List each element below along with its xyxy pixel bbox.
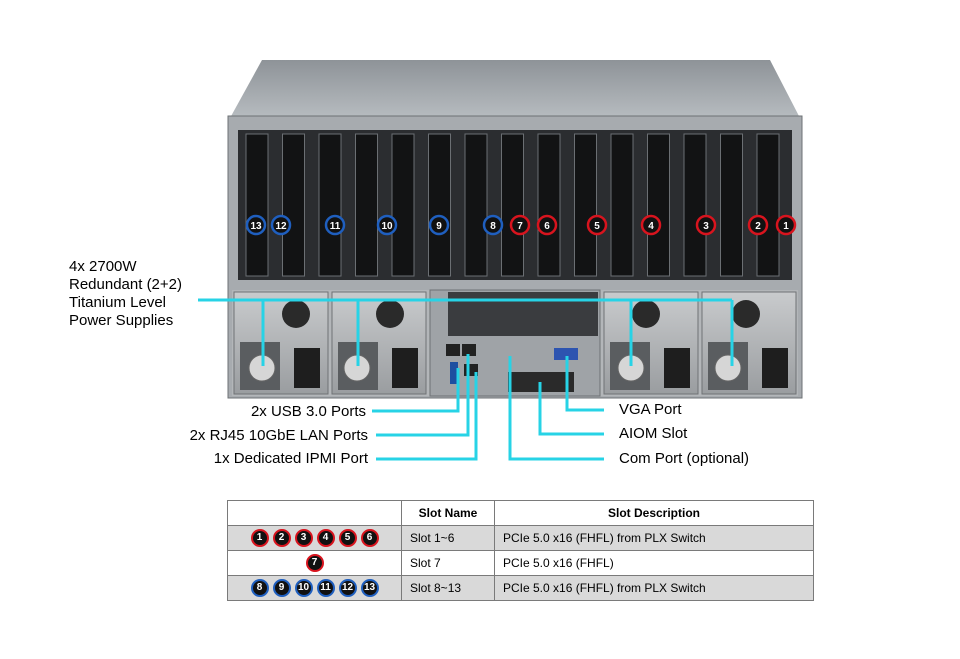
slot-badge: 12: [338, 579, 357, 597]
pcie-slot-cover: [355, 133, 378, 277]
pcie-slot-cover: [683, 133, 707, 277]
lan-port-2: [462, 344, 476, 356]
slot-name: Slot 7: [401, 550, 495, 576]
slot-badge: 5: [338, 529, 357, 547]
header-badges: [227, 500, 402, 526]
power-label-line: Redundant (2+2): [69, 276, 182, 293]
psu-2: [331, 291, 427, 395]
slot-marker-10: 10: [376, 214, 398, 236]
slot-badge: 3: [294, 529, 313, 547]
svg-text:6: 6: [544, 221, 550, 232]
pcie-slot-cover: [464, 133, 488, 277]
svg-text:10: 10: [381, 221, 393, 232]
pcie-slot-cover: [647, 133, 670, 277]
slot-description: PCIe 5.0 x16 (FHFL) from PLX Switch: [494, 575, 814, 601]
slot-badges: 7: [227, 550, 402, 576]
aiom-label: AIOM Slot: [619, 425, 688, 442]
vga-port: [554, 348, 578, 360]
pcie-slot-cover: [720, 133, 743, 277]
pcie-slot-cover: [501, 133, 524, 277]
table-header-row: Slot Name Slot Description: [227, 500, 814, 526]
slot-marker-7: 7: [509, 214, 531, 236]
slot-badge: 8: [250, 579, 269, 597]
slot-marker-9: 9: [428, 214, 450, 236]
slot-marker-3: 3: [695, 214, 717, 236]
slot-badge: 2: [272, 529, 291, 547]
slot-name: Slot 1~6: [401, 525, 495, 551]
psu-3: [603, 291, 699, 395]
slot-marker-1: 1: [775, 214, 797, 236]
pcie-slot-cover: [318, 133, 342, 277]
slot-badge: 13: [360, 579, 379, 597]
lan-port-1: [446, 344, 460, 356]
vga-label: VGA Port: [619, 401, 682, 418]
svg-text:4: 4: [648, 221, 654, 232]
power-label-line: Titanium Level: [69, 294, 166, 311]
slot-badge: 11: [316, 579, 335, 597]
slot-marker-6: 6: [536, 214, 558, 236]
pcie-slot-cover: [391, 133, 415, 277]
slot-badge: 7: [305, 554, 324, 572]
lan-label: 2x RJ45 10GbE LAN Ports: [189, 427, 368, 444]
slot-marker-11: 11: [324, 214, 346, 236]
ipmi-label: 1x Dedicated IPMI Port: [213, 450, 368, 467]
slot-description: PCIe 5.0 x16 (FHFL): [494, 550, 814, 576]
psu-1: [233, 291, 329, 395]
pcie-slot-cover: [428, 133, 451, 277]
pcie-slot-cover: [756, 133, 780, 277]
svg-text:3: 3: [703, 221, 709, 232]
svg-text:7: 7: [517, 221, 523, 232]
header-slot-name: Slot Name: [401, 500, 495, 526]
psu-4: [701, 291, 797, 395]
slot-marker-8: 8: [482, 214, 504, 236]
slot-marker-12: 12: [270, 214, 292, 236]
slot-marker-13: 13: [245, 214, 267, 236]
svg-text:8: 8: [490, 221, 496, 232]
usb-label: 2x USB 3.0 Ports: [250, 403, 366, 420]
slot-badge: 9: [272, 579, 291, 597]
pcie-slot-cover: [610, 133, 634, 277]
pcie-slot-cover: [574, 133, 597, 277]
slot-badge: 10: [294, 579, 313, 597]
slot-marker-5: 5: [586, 214, 608, 236]
callout-lines: [198, 298, 734, 461]
slot-marker-4: 4: [640, 214, 662, 236]
svg-text:13: 13: [250, 221, 262, 232]
power-label-line: Power Supplies: [69, 312, 174, 329]
pcie-slot-cover: [537, 133, 561, 277]
slot-badge: 4: [316, 529, 335, 547]
header-slot-description: Slot Description: [494, 500, 814, 526]
power-label-line: 4x 2700W: [69, 258, 137, 275]
slot-badge: 6: [360, 529, 379, 547]
svg-text:5: 5: [594, 221, 600, 232]
usb-port: [450, 362, 458, 384]
slot-description: PCIe 5.0 x16 (FHFL) from PLX Switch: [494, 525, 814, 551]
slot-name: Slot 8~13: [401, 575, 495, 601]
svg-text:1: 1: [783, 221, 789, 232]
chassis-top: [230, 60, 800, 118]
svg-text:12: 12: [275, 221, 287, 232]
svg-text:11: 11: [330, 221, 341, 232]
power-supply-label: 4x 2700W Redundant (2+2) Titanium Level …: [69, 258, 182, 330]
slot-markers: 13 12 11 10 9 8 7 6 5 4 3 2 1: [245, 214, 797, 236]
com-label: Com Port (optional): [619, 450, 750, 467]
svg-text:2: 2: [755, 221, 761, 232]
slot-marker-2: 2: [747, 214, 769, 236]
slot-badge: 1: [250, 529, 269, 547]
svg-text:9: 9: [436, 221, 442, 232]
pcie-slot-cover: [282, 133, 305, 277]
pcie-slot-covers: [245, 133, 780, 277]
pcie-slot-cover: [245, 133, 269, 277]
